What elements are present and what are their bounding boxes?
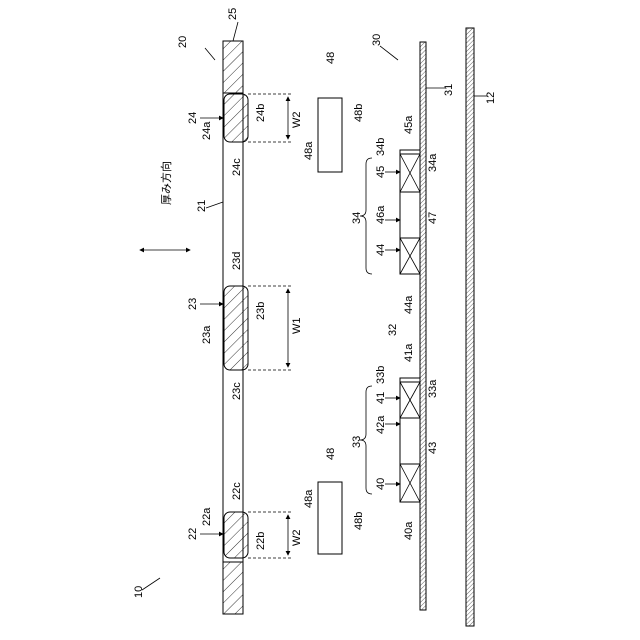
label-23a: 23a	[201, 325, 213, 344]
label-22a: 22a	[201, 507, 213, 526]
label-48a-top: 48a	[303, 141, 315, 160]
label-20: 20	[177, 36, 189, 48]
label-48b-top: 48b	[353, 104, 365, 122]
label-10: 10	[133, 586, 145, 598]
plate-20	[223, 41, 248, 614]
label-33b: 33b	[375, 366, 387, 384]
end-block-25	[223, 41, 243, 93]
label-40: 40	[375, 478, 387, 490]
label-40a: 40a	[403, 521, 415, 540]
label-33: 33	[351, 436, 363, 448]
label-23c: 23c	[231, 382, 243, 400]
label-24a: 24a	[201, 121, 213, 140]
label-23b: 23b	[255, 302, 267, 320]
label-45: 45	[375, 166, 387, 178]
label-12: 12	[485, 92, 497, 104]
label-46a: 46a	[375, 205, 387, 224]
block-48-bottom	[318, 482, 342, 554]
label-24b: 24b	[255, 104, 267, 122]
block-48-top	[318, 98, 342, 172]
label-34: 34	[351, 212, 363, 224]
label-25: 25	[227, 8, 239, 20]
recess-24	[224, 94, 248, 142]
thickness-label: 厚み方向	[159, 161, 173, 205]
label-34b: 34b	[375, 138, 387, 156]
label-30: 30	[371, 34, 383, 46]
label-45a: 45a	[403, 115, 415, 134]
label-23: 23	[187, 298, 199, 310]
label-48-bot: 48	[325, 448, 337, 460]
label-22: 22	[187, 528, 199, 540]
label-41a: 41a	[403, 343, 415, 362]
label-43: 43	[427, 442, 439, 454]
label-23d: 23d	[231, 252, 243, 270]
label-32: 32	[387, 324, 399, 336]
label-44a: 44a	[403, 295, 415, 314]
wall-12	[466, 28, 474, 626]
label-44: 44	[375, 244, 387, 256]
label-42a: 42a	[375, 415, 387, 434]
plate-31	[420, 42, 426, 610]
label-22c: 22c	[231, 482, 243, 500]
label-w2-bot: W2	[291, 530, 303, 547]
label-47: 47	[427, 212, 439, 224]
dimension-lines	[248, 94, 292, 558]
recess-23	[224, 286, 248, 370]
label-48a-bot: 48a	[303, 489, 315, 508]
label-21: 21	[196, 200, 208, 212]
label-34a: 34a	[427, 153, 439, 172]
label-22b: 22b	[255, 532, 267, 550]
label-33a: 33a	[427, 379, 439, 398]
label-24c: 24c	[231, 158, 243, 176]
label-w1: W1	[291, 318, 303, 335]
end-block-bottom	[223, 562, 243, 614]
label-31: 31	[443, 84, 455, 96]
recess-22	[224, 512, 248, 558]
label-41: 41	[375, 392, 387, 404]
label-48b-bot: 48b	[353, 512, 365, 530]
label-48-top: 48	[325, 52, 337, 64]
label-w2-top: W2	[291, 112, 303, 129]
label-24: 24	[187, 112, 199, 124]
